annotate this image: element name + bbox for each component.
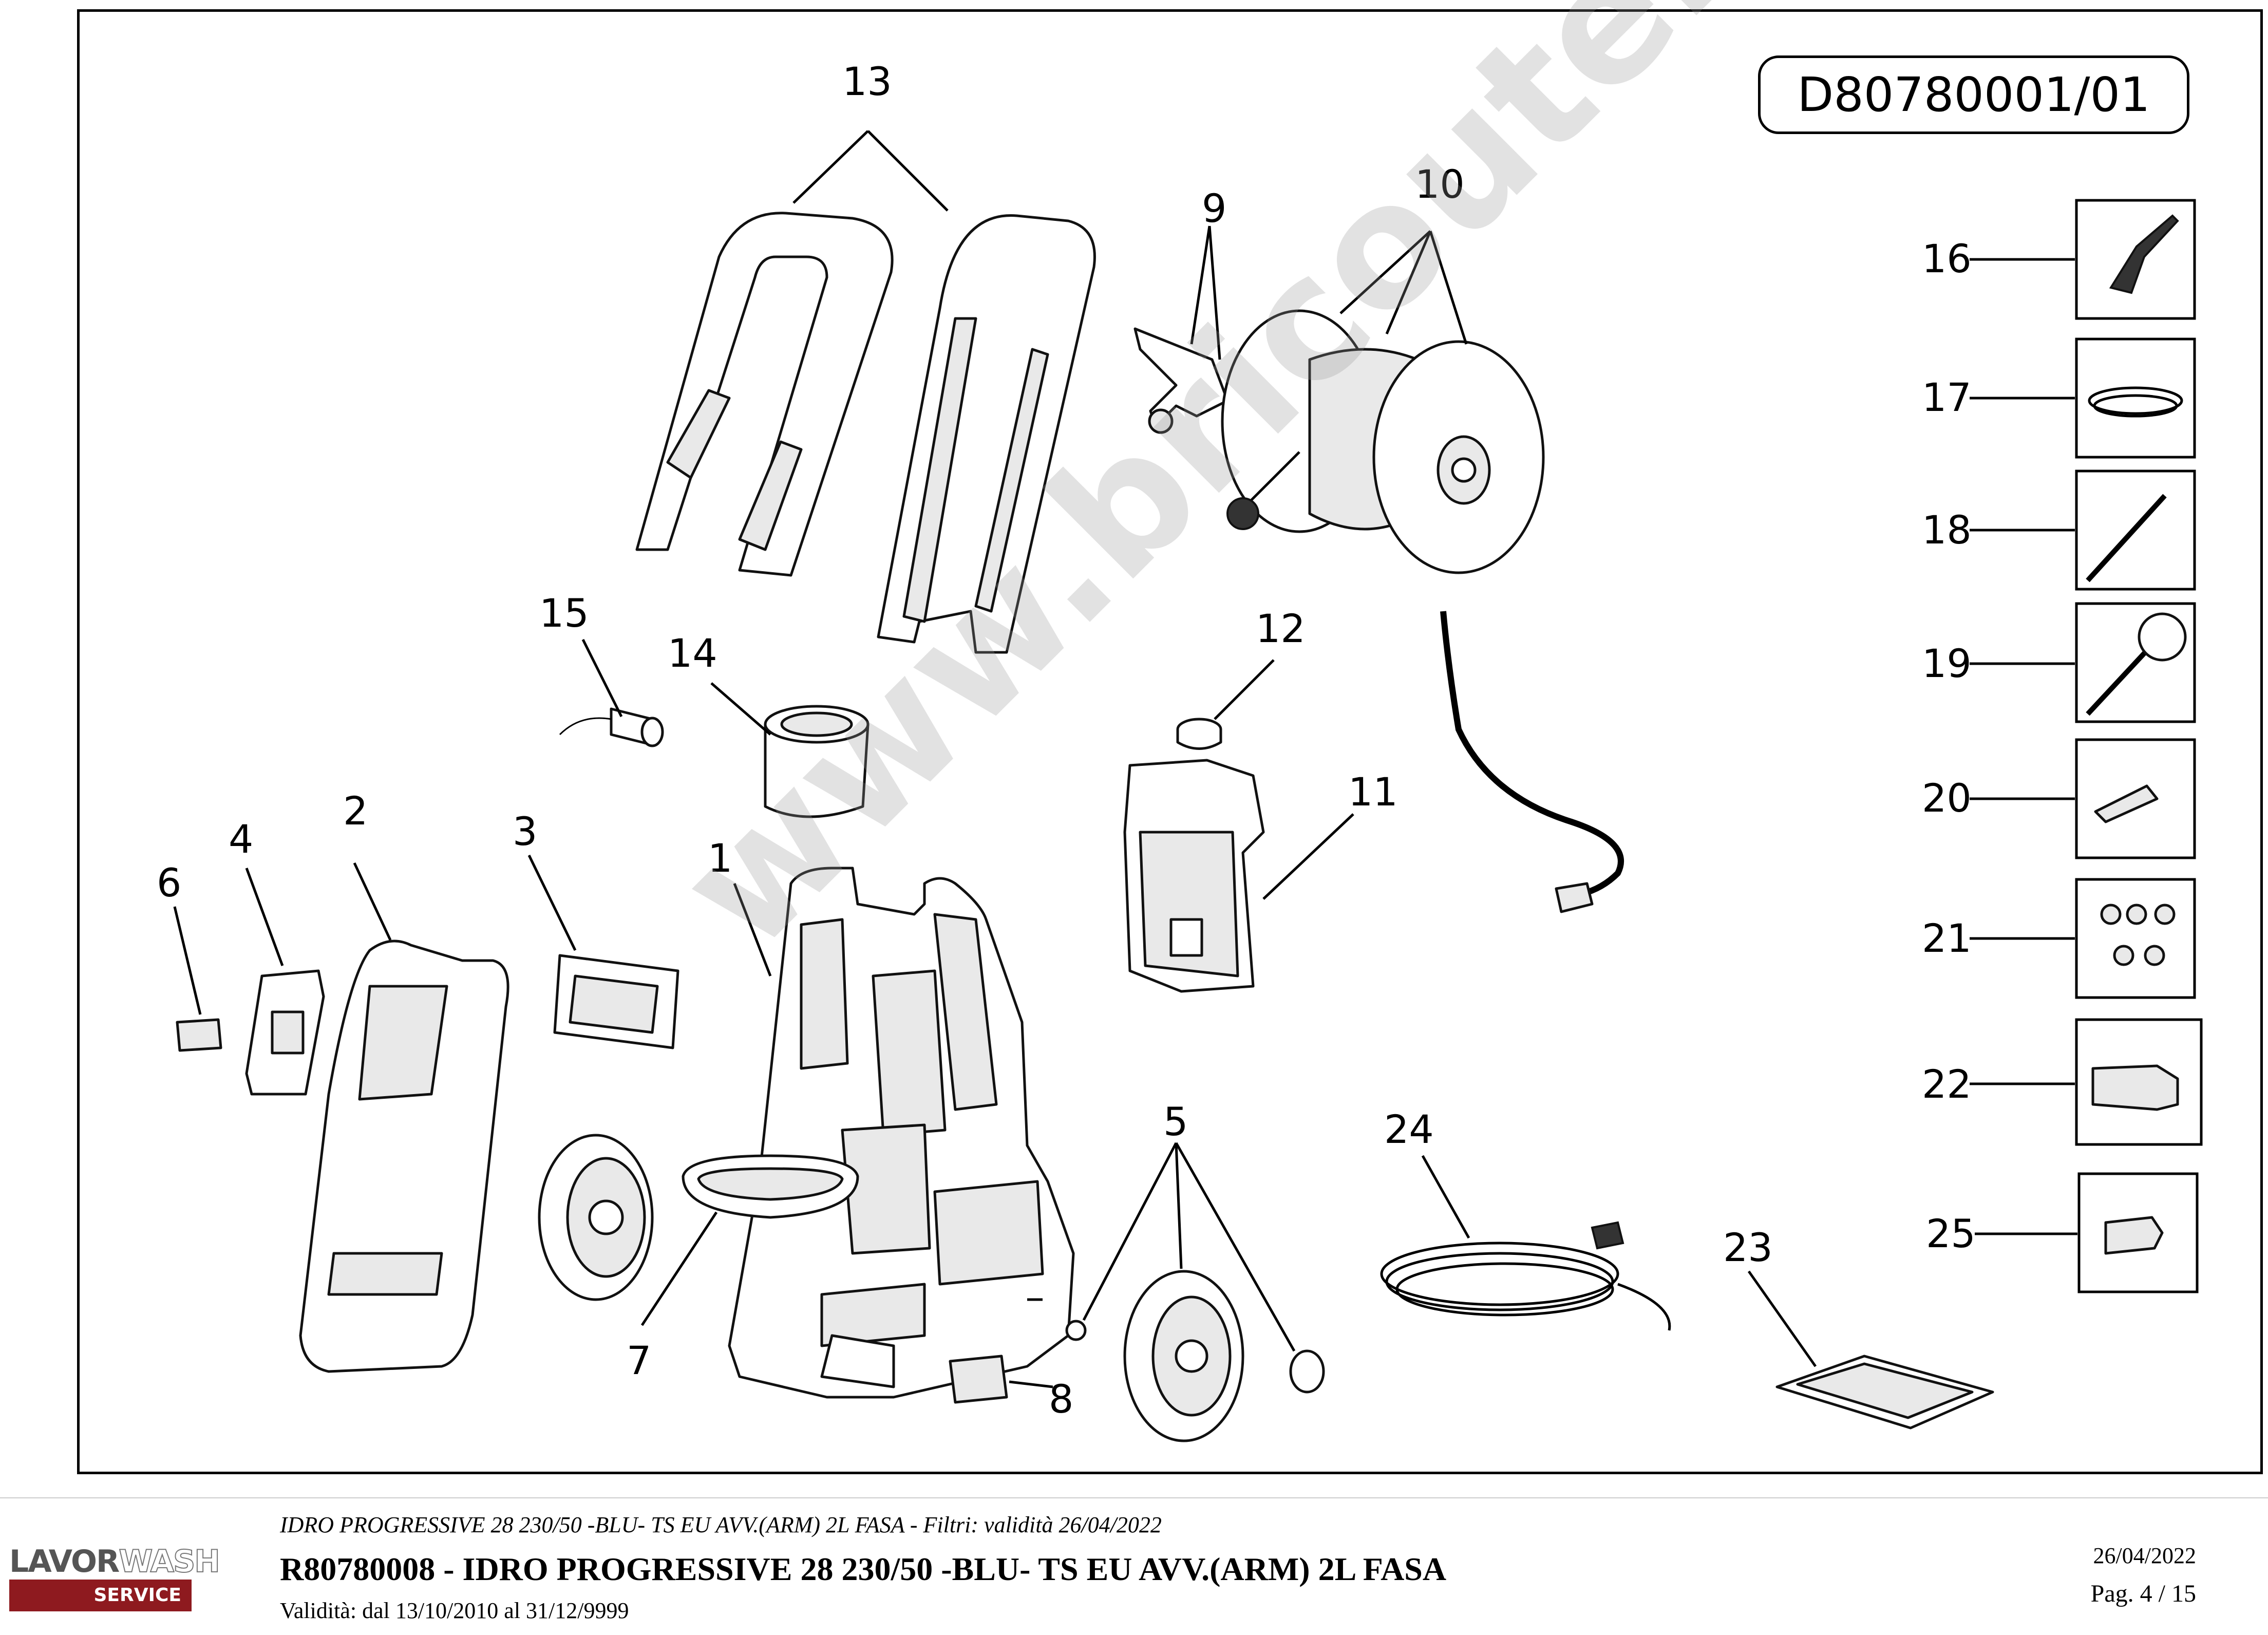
callout-1: 1 — [708, 835, 732, 881]
part-24-power-cable — [1380, 1221, 1671, 1331]
accessory-box-25 — [2077, 1172, 2199, 1293]
footer-title: R80780008 - IDRO PROGRESSIVE 28 230/50 -… — [280, 1551, 1447, 1587]
part-wheel-left — [538, 1134, 654, 1301]
part-13-handle — [635, 212, 1096, 654]
callout-12: 12 — [1256, 606, 1306, 651]
callout-21: 21 — [1922, 915, 1972, 961]
footer-date: 26/04/2022 — [2093, 1543, 2196, 1568]
accessory-box-17 — [2075, 337, 2196, 459]
part-15-capacitor — [559, 707, 664, 747]
accessory-box-21 — [2075, 878, 2196, 999]
part-12-ring — [1176, 718, 1222, 750]
part-7-cord-hook — [682, 1154, 859, 1219]
accessory-box-19 — [2075, 602, 2196, 723]
accessory-box-16 — [2075, 199, 2196, 320]
callout-5: 5 — [1163, 1099, 1188, 1144]
part-3-control-panel — [553, 954, 679, 1049]
callout-3: 3 — [513, 809, 537, 854]
part-5-wheel-set — [1065, 1270, 1325, 1442]
page-number: Pag. 4 / 15 — [2090, 1580, 2196, 1607]
footer-validity: Validità: dal 13/10/2010 al 31/12/9999 — [280, 1598, 629, 1623]
footer-divider — [0, 1497, 2268, 1498]
part-11-detergent-tank — [1123, 759, 1265, 993]
callout-25: 25 — [1926, 1211, 1976, 1256]
callout-23: 23 — [1723, 1225, 1773, 1270]
callout-9: 9 — [1202, 185, 1226, 231]
callout-labels: 1 2 3 4 5 6 7 8 9 10 11 12 13 14 15 16 1… — [157, 59, 1976, 1422]
logo-brand-2: WASH — [118, 1543, 220, 1580]
part-1-body-frame — [728, 867, 1075, 1399]
lavorwash-service-logo: LAVORWASH SERVICE — [9, 1543, 221, 1623]
callout-18: 18 — [1922, 507, 1972, 553]
callout-4: 4 — [229, 816, 253, 862]
callout-14: 14 — [668, 630, 717, 676]
part-2-front-cover — [299, 939, 509, 1373]
logo-service: SERVICE — [9, 1580, 192, 1611]
part-8-foot — [949, 1355, 1008, 1404]
logo-brand: LAVOR — [9, 1544, 120, 1580]
callout-2: 2 — [343, 788, 368, 834]
part-10-hose-reel — [1221, 309, 1624, 913]
callout-10: 10 — [1415, 161, 1465, 207]
callout-16: 16 — [1922, 236, 1972, 281]
callout-24: 24 — [1384, 1106, 1434, 1152]
callout-15: 15 — [539, 590, 589, 636]
part-6-switch — [176, 1018, 222, 1052]
accessory-box-18 — [2075, 469, 2196, 591]
callout-19: 19 — [1922, 641, 1972, 686]
callout-20: 20 — [1922, 775, 1972, 821]
footer-subtitle: IDRO PROGRESSIVE 28 230/50 -BLU- TS EU A… — [280, 1512, 1162, 1537]
callout-13: 13 — [842, 59, 892, 104]
leader-lines — [173, 130, 2077, 1388]
callout-8: 8 — [1049, 1376, 1073, 1422]
part-4-switch-cover — [245, 969, 325, 1096]
part-14-tank-cap — [764, 705, 870, 818]
part-23-manual — [1775, 1355, 1994, 1430]
exploded-parts-diagram: 1 2 3 4 5 6 7 8 9 10 11 12 13 14 15 16 1… — [157, 59, 2203, 1442]
callout-17: 17 — [1922, 374, 1972, 420]
part-9-hose-guide — [1133, 327, 1229, 434]
callout-6: 6 — [157, 860, 181, 906]
callout-11: 11 — [1348, 769, 1398, 815]
callout-7: 7 — [627, 1338, 651, 1383]
callout-22: 22 — [1922, 1061, 1972, 1107]
document-code-box: D80780001/01 — [1758, 55, 2189, 134]
accessory-box-22 — [2075, 1018, 2203, 1146]
accessory-box-20 — [2075, 738, 2196, 859]
